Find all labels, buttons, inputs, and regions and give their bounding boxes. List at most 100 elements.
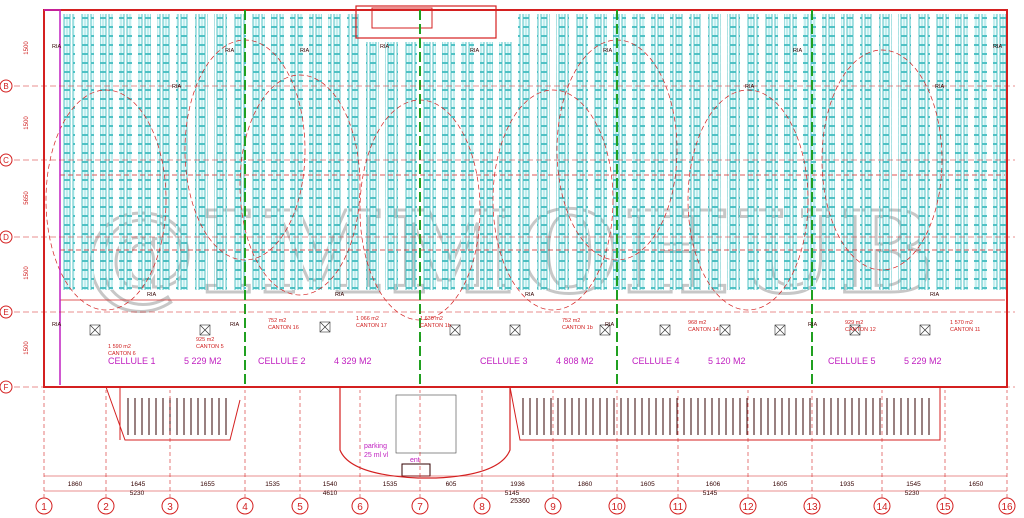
canton-name: CANTON 12 (845, 327, 876, 333)
axis-letter: D (3, 233, 9, 242)
ria-label: RIA (525, 292, 535, 298)
axis-number: 3 (167, 502, 173, 513)
rack-column (100, 14, 113, 290)
axis-letter: C (3, 156, 9, 165)
sprinkler-lines (45, 39, 1005, 336)
cell-dimension: 5145 (703, 490, 718, 497)
left-dimension: 1500 (24, 266, 30, 280)
left-dimension: 5650 (24, 191, 30, 205)
canton-name: CANTON 1b (420, 323, 451, 329)
axis-bubble (0, 153, 13, 167)
ria-label: RIA (147, 292, 157, 298)
axis-number: 8 (479, 502, 485, 513)
x-box (659, 324, 671, 336)
rack-column (138, 14, 151, 290)
canton-name: CANTON 5 (196, 344, 224, 350)
bay-dimension: 1650 (969, 481, 984, 488)
rack-column (233, 14, 246, 290)
bay-dimension: 1545 (906, 481, 921, 488)
rack-column (727, 14, 740, 290)
rack-column (309, 14, 322, 290)
cell-name: CELLULE 2 (258, 356, 306, 366)
rack-column (765, 14, 778, 290)
rack-column (670, 14, 683, 290)
rack-column (575, 14, 588, 290)
axis-bubble (998, 497, 1016, 515)
canton-area: 1 590 m2 (108, 344, 131, 350)
rack-column (594, 14, 607, 290)
rack-column (157, 14, 170, 290)
building-outline (43, 9, 1008, 388)
axis-bubble (161, 497, 179, 515)
axis-bubble (35, 497, 53, 515)
cell-dimension: 5145 (505, 490, 520, 497)
axis-bubble (411, 497, 429, 515)
firewalls (244, 10, 813, 387)
hose-radius (239, 74, 361, 296)
axis-number: 11 (673, 502, 684, 513)
rack-column (385, 42, 398, 290)
rack-column (442, 42, 455, 290)
axis-bubble (0, 230, 13, 244)
canton-area: 925 m2 (196, 337, 214, 343)
dock-outline (105, 386, 241, 441)
ria-label: RIA (225, 48, 235, 54)
canton-name: CANTON 11 (950, 327, 980, 333)
axis-bubble (0, 305, 13, 319)
cell-dimension: 5230 (905, 490, 920, 497)
storage-racks (62, 14, 1006, 290)
parking-stripes (395, 394, 457, 454)
rack-column (689, 14, 702, 290)
hose-radius (687, 89, 809, 311)
axis-bubble (739, 497, 757, 515)
cell-name: CELLULE 4 (632, 356, 680, 366)
bay-dimension: 1535 (383, 481, 398, 488)
axis-bubble (351, 497, 369, 515)
bay-dimension: 605 (446, 481, 457, 488)
cell-area: 4 808 M2 (556, 356, 594, 366)
axis-bubble (544, 497, 562, 515)
x-box (719, 324, 731, 336)
loading-docks (105, 386, 941, 441)
axis-number: 10 (611, 502, 623, 513)
x-box (919, 324, 931, 336)
axis-number: 12 (742, 502, 754, 513)
rack-column (556, 14, 569, 290)
rack-column (271, 14, 284, 290)
axis-bubble (803, 497, 821, 515)
axis-bubble (236, 497, 254, 515)
cell-area: 5 229 M2 (184, 356, 222, 366)
hose-radius (492, 89, 614, 311)
x-box (449, 324, 461, 336)
top-office-box (371, 7, 433, 29)
canton-area: 1 066 m2 (356, 316, 379, 322)
bay-dimension: 1860 (68, 481, 83, 488)
rack-column (214, 14, 227, 290)
axis-bubble (0, 380, 13, 394)
bay-dimension: 1605 (773, 481, 788, 488)
ria-label: RIA (230, 322, 240, 328)
bay-dimension: 1655 (200, 481, 215, 488)
canton-name: CANTON 16 (268, 325, 299, 331)
rack-column (252, 14, 265, 290)
bay-dimension: 1540 (323, 481, 338, 488)
axis-number: 13 (806, 502, 818, 513)
cell-name: CELLULE 3 (480, 356, 528, 366)
rack-column (879, 14, 892, 290)
axis-number: 7 (417, 502, 423, 513)
bay-dimension: 1936 (510, 481, 525, 488)
axis-number: 5 (297, 502, 303, 513)
rack-column (499, 42, 512, 290)
rack-column (176, 14, 189, 290)
x-box (599, 324, 611, 336)
rack-column (537, 14, 550, 290)
ria-label: RIA (172, 84, 182, 90)
rack-column (195, 14, 208, 290)
rack-column (461, 42, 474, 290)
canton-area: 1 570 m2 (950, 320, 973, 326)
rack-column (841, 14, 854, 290)
ria-label: RIA (745, 84, 755, 90)
